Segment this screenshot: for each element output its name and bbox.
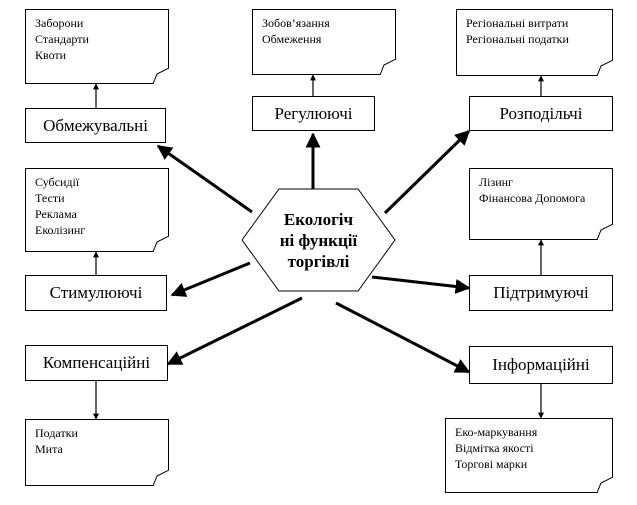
note-informational: Еко-маркування Відмітка якості Торгові м… xyxy=(445,418,613,493)
note-item: Регіональні витрати xyxy=(466,16,569,30)
note-item: Еко-маркування xyxy=(455,425,538,439)
note-item: Мита xyxy=(35,442,63,456)
arrow-to-informational xyxy=(335,301,471,374)
note-item: Квоти xyxy=(35,48,67,62)
note-item: Заборони xyxy=(35,16,84,30)
function-box-distributive: Розподільчі xyxy=(469,96,613,131)
note-item: Лізинг xyxy=(479,175,513,189)
note-item: Тести xyxy=(35,191,65,205)
note-item: Відмітка якості xyxy=(455,441,534,455)
function-box-regulating: Регулюючі xyxy=(252,96,375,131)
folded-corner-icon xyxy=(597,60,613,76)
note-item: Регіональні податки xyxy=(466,32,569,46)
central-title-line: Екологіч xyxy=(283,209,354,229)
note-item: Торгові марки xyxy=(455,457,528,471)
note-item: Податки xyxy=(35,426,78,440)
arrow-to-distributive xyxy=(383,129,471,215)
arrow-to-restrictive xyxy=(156,144,253,214)
folded-corner-icon xyxy=(597,224,613,240)
central-title: Екологіч ні функції торгівлі xyxy=(280,209,357,272)
note-item: Зобов’язання xyxy=(262,16,330,30)
note-stimulating: Субсидії Тести Реклама Еколізинг xyxy=(25,168,169,252)
folded-corner-icon xyxy=(597,477,613,493)
note-item: Еколізинг xyxy=(35,223,86,237)
folded-corner-icon xyxy=(153,68,169,84)
central-title-line: ні функції xyxy=(279,230,358,250)
function-box-informational: Інформаційні xyxy=(469,346,613,384)
function-box-stimulating: Стимулюючі xyxy=(25,275,167,311)
central-hexagon: Екологіч ні функції торгівлі xyxy=(241,188,396,292)
arrow-to-stimulating xyxy=(170,261,251,297)
arrow-to-compensatory xyxy=(166,296,303,366)
folded-corner-icon xyxy=(380,59,396,75)
arrow-to-supporting xyxy=(371,275,471,294)
function-box-restrictive: Обмежувальні xyxy=(25,108,166,143)
note-item: Обмеження xyxy=(262,32,322,46)
note-item: Субсидії xyxy=(35,175,80,189)
folded-corner-icon xyxy=(153,236,169,252)
note-item: Реклама xyxy=(35,207,77,221)
note-compensatory: Податки Мита xyxy=(25,419,169,486)
central-title-line: торгівлі xyxy=(287,251,350,271)
note-restrictive: Заборони Стандарти Квоти xyxy=(25,9,169,84)
hexagon-shape xyxy=(241,188,396,292)
function-box-supporting: Підтримуючі xyxy=(469,275,613,311)
note-item: Стандарти xyxy=(35,32,89,46)
note-distributive: Регіональні витрати Регіональні податки xyxy=(456,9,613,76)
folded-corner-icon xyxy=(153,470,169,486)
function-box-compensatory: Компенсаційні xyxy=(25,345,168,381)
note-supporting: Лізинг Фінансова Допомога xyxy=(469,168,613,240)
note-item: Фінансова Допомога xyxy=(479,191,586,205)
note-regulating: Зобов’язання Обмеження xyxy=(252,9,396,75)
